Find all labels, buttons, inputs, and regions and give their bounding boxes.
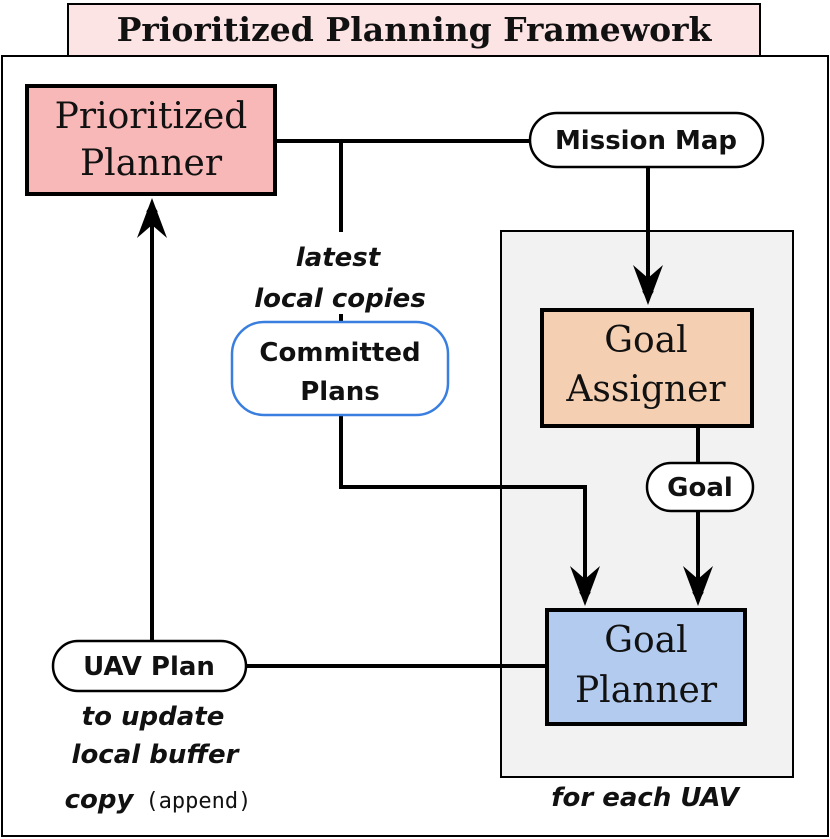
mission-map-pill xyxy=(528,111,765,169)
arrow-committed-plans-to-goal-planner xyxy=(339,415,591,602)
mission-map-label: Mission Map xyxy=(555,126,737,156)
arrowhead-goal-planner-right xyxy=(683,566,713,606)
title-text: Prioritized Planning Framework xyxy=(117,10,713,49)
committed-plans-label-line1: Committed xyxy=(259,338,420,368)
prioritized-planner-label-line2: Planner xyxy=(80,143,223,184)
goal-planner-label-line1: Goal xyxy=(604,620,687,661)
prioritized-planner-box xyxy=(25,84,277,196)
local-copies-label: local copies xyxy=(254,284,426,314)
copy-label: copy xyxy=(65,785,135,815)
for-each-uav-label: for each UAV xyxy=(551,783,741,813)
prioritized-planner-label-line1: Prioritized xyxy=(55,96,248,137)
goal-assigner-label-line2: Assigner xyxy=(565,369,726,410)
latest-label: latest xyxy=(296,243,382,273)
arrowhead-prioritized-planner xyxy=(137,198,167,238)
arrowhead-goal-assigner xyxy=(633,265,663,305)
title-box xyxy=(67,3,761,57)
goal-label: Goal xyxy=(667,473,733,503)
uav-plan-pill xyxy=(51,639,248,693)
arrowhead-goal-planner-left xyxy=(570,566,600,606)
goal-planner-box xyxy=(545,608,747,726)
goal-assigner-label-line1: Goal xyxy=(604,320,687,361)
to-update-label: to update xyxy=(82,702,225,732)
uav-plan-label: UAV Plan xyxy=(83,652,215,682)
committed-plans-label-line2: Plans xyxy=(300,377,380,407)
goal-assigner-box xyxy=(540,308,754,428)
goal-pill xyxy=(645,461,755,513)
local-buffer-label: local buffer xyxy=(72,740,241,770)
append-label: (append) xyxy=(145,789,251,814)
goal-planner-label-line2: Planner xyxy=(575,670,718,711)
committed-plans-box xyxy=(230,320,450,417)
copy-append-label: copy (append) xyxy=(65,785,252,815)
